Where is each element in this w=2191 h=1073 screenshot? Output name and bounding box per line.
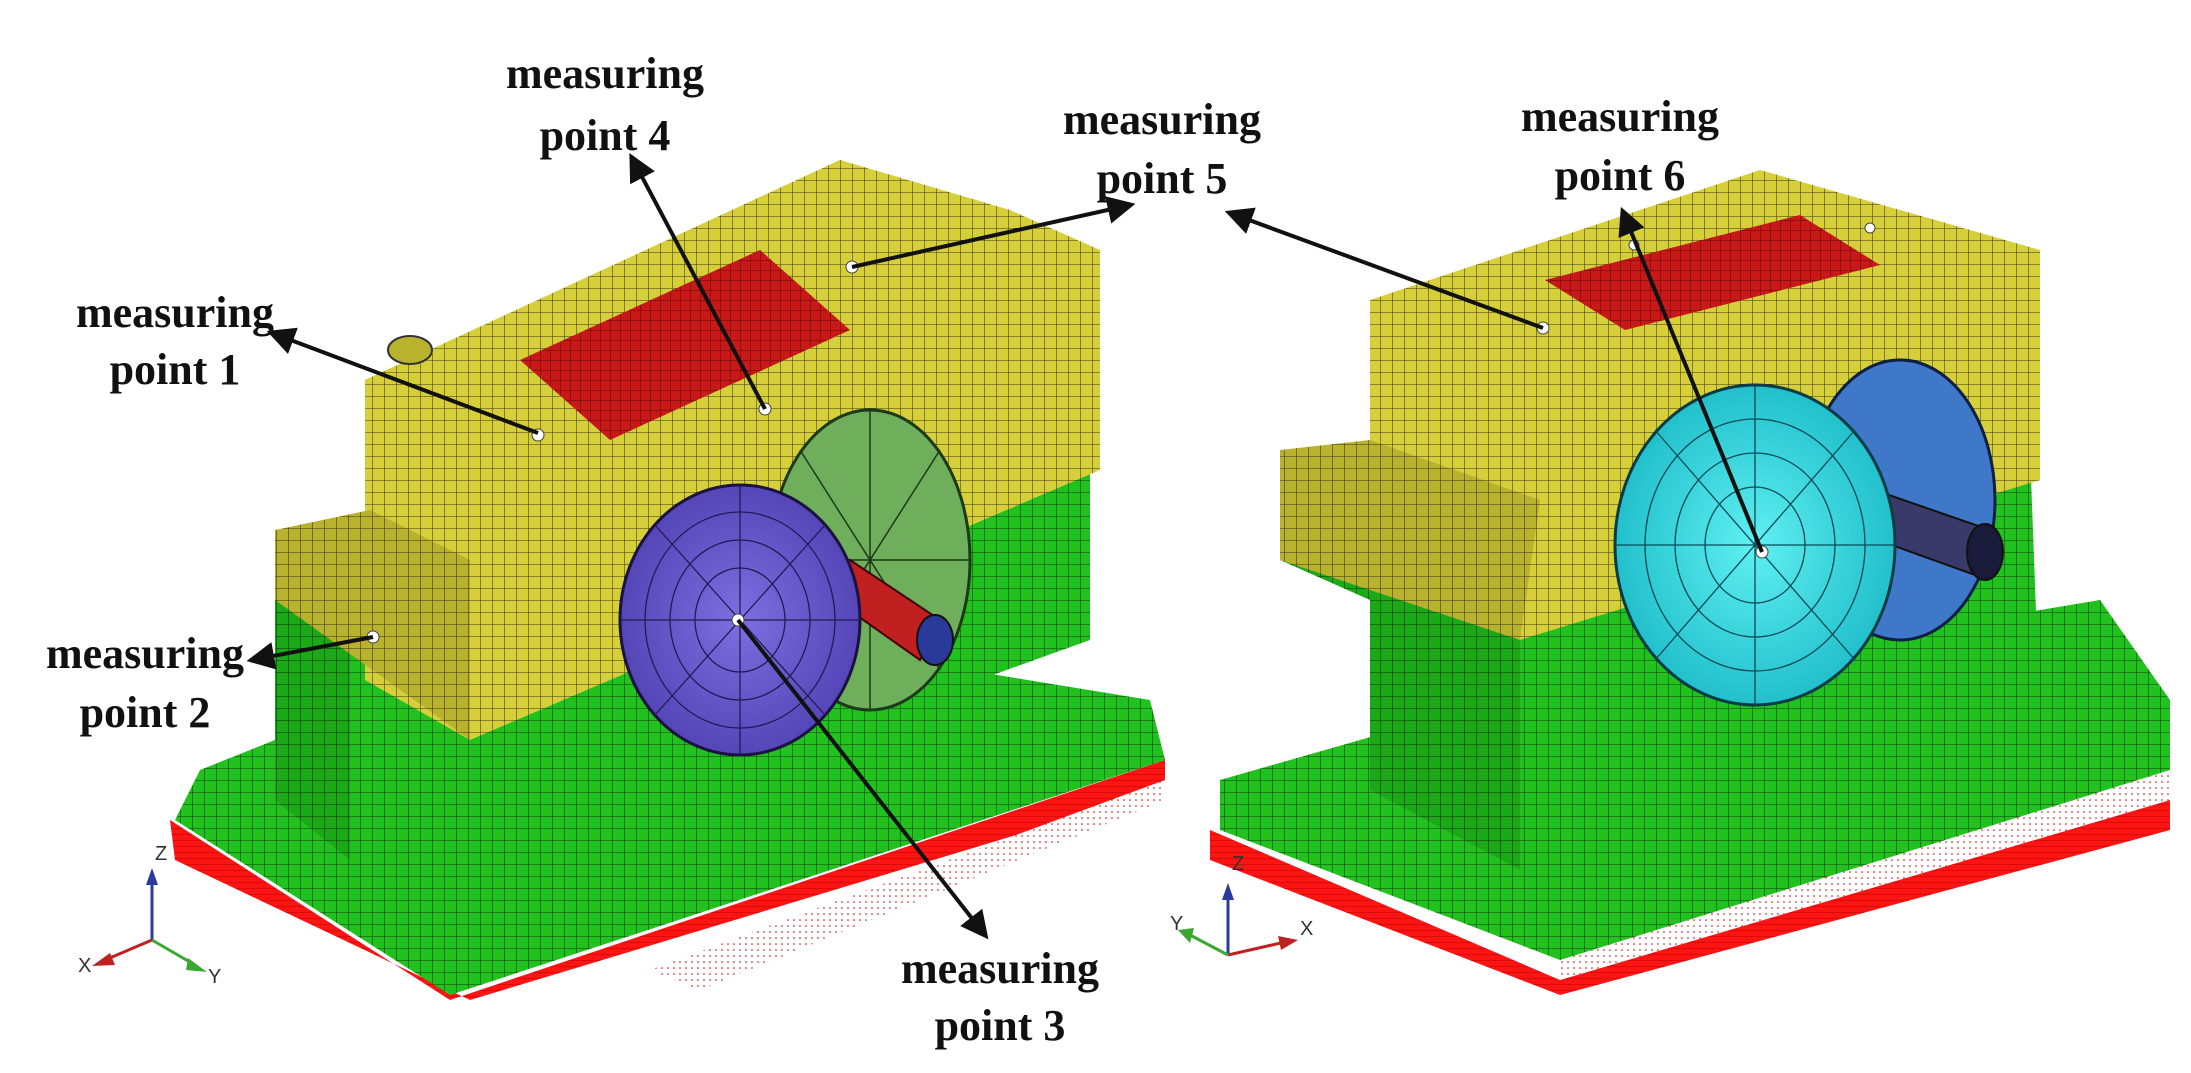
- arrow-point-6: [1618, 206, 1764, 553]
- left-side-step-block: [275, 510, 470, 740]
- arrow-point-2: [246, 635, 374, 670]
- label-measuring-point-4: measuring point 4: [506, 49, 704, 160]
- left-axis-triad: Z X Y: [78, 843, 221, 988]
- left-top-cover: [520, 250, 850, 440]
- left-lower-housing-side: [275, 590, 350, 860]
- label-measuring-point-5: measuring point 5: [1063, 95, 1261, 203]
- right-lower-housing-side: [1280, 520, 1520, 870]
- right-base-red-layer: [1210, 800, 2170, 995]
- right-axis-x-label: X: [1300, 918, 1313, 940]
- right-axis-y-label: Y: [1170, 913, 1183, 935]
- callout-arrows: [246, 153, 1764, 940]
- arrow-point-5-right: [1224, 207, 1544, 330]
- right-base-white-layer: [1560, 770, 2170, 980]
- label-1-line-2: point 1: [110, 345, 241, 394]
- label-6-line-1: measuring: [1521, 92, 1719, 141]
- label-4-line-2: point 4: [540, 111, 671, 160]
- label-6-line-2: point 6: [1555, 151, 1686, 200]
- label-4-line-1: measuring: [506, 49, 704, 98]
- label-5-line-1: measuring: [1063, 95, 1261, 144]
- left-stub-shaft: [387, 335, 433, 365]
- label-1-line-1: measuring: [76, 288, 274, 337]
- label-3-line-2: point 3: [935, 1001, 1066, 1050]
- label-measuring-point-3: measuring point 3: [901, 944, 1099, 1050]
- label-3-line-1: measuring: [901, 944, 1099, 993]
- left-axis-x-label: X: [78, 955, 91, 977]
- label-measuring-point-2: measuring point 2: [46, 629, 244, 737]
- left-base-white-layer: [650, 780, 1165, 990]
- left-axis-z-label: Z: [155, 843, 167, 865]
- right-top-cover: [1545, 215, 1880, 330]
- arrow-point-3: [736, 618, 989, 940]
- left-axis-y-label: Y: [208, 966, 221, 988]
- label-2-line-2: point 2: [80, 688, 211, 737]
- arrow-point-4: [629, 153, 767, 410]
- right-side-step-block: [1280, 440, 1540, 640]
- left-gearbox-model: [170, 160, 1165, 1000]
- right-axis-triad: Z X Y: [1170, 853, 1313, 957]
- arrow-point-1: [266, 327, 539, 435]
- right-gearbox-model: [1210, 170, 2170, 995]
- right-top-dot-b: [1864, 222, 1876, 234]
- label-5-line-2: point 5: [1097, 154, 1228, 203]
- right-axis-z-label: Z: [1232, 853, 1244, 875]
- label-measuring-point-6: measuring point 6: [1521, 92, 1719, 200]
- arrow-point-5-left: [851, 196, 1136, 269]
- label-measuring-point-1: measuring point 1: [76, 288, 274, 394]
- label-2-line-1: measuring: [46, 629, 244, 678]
